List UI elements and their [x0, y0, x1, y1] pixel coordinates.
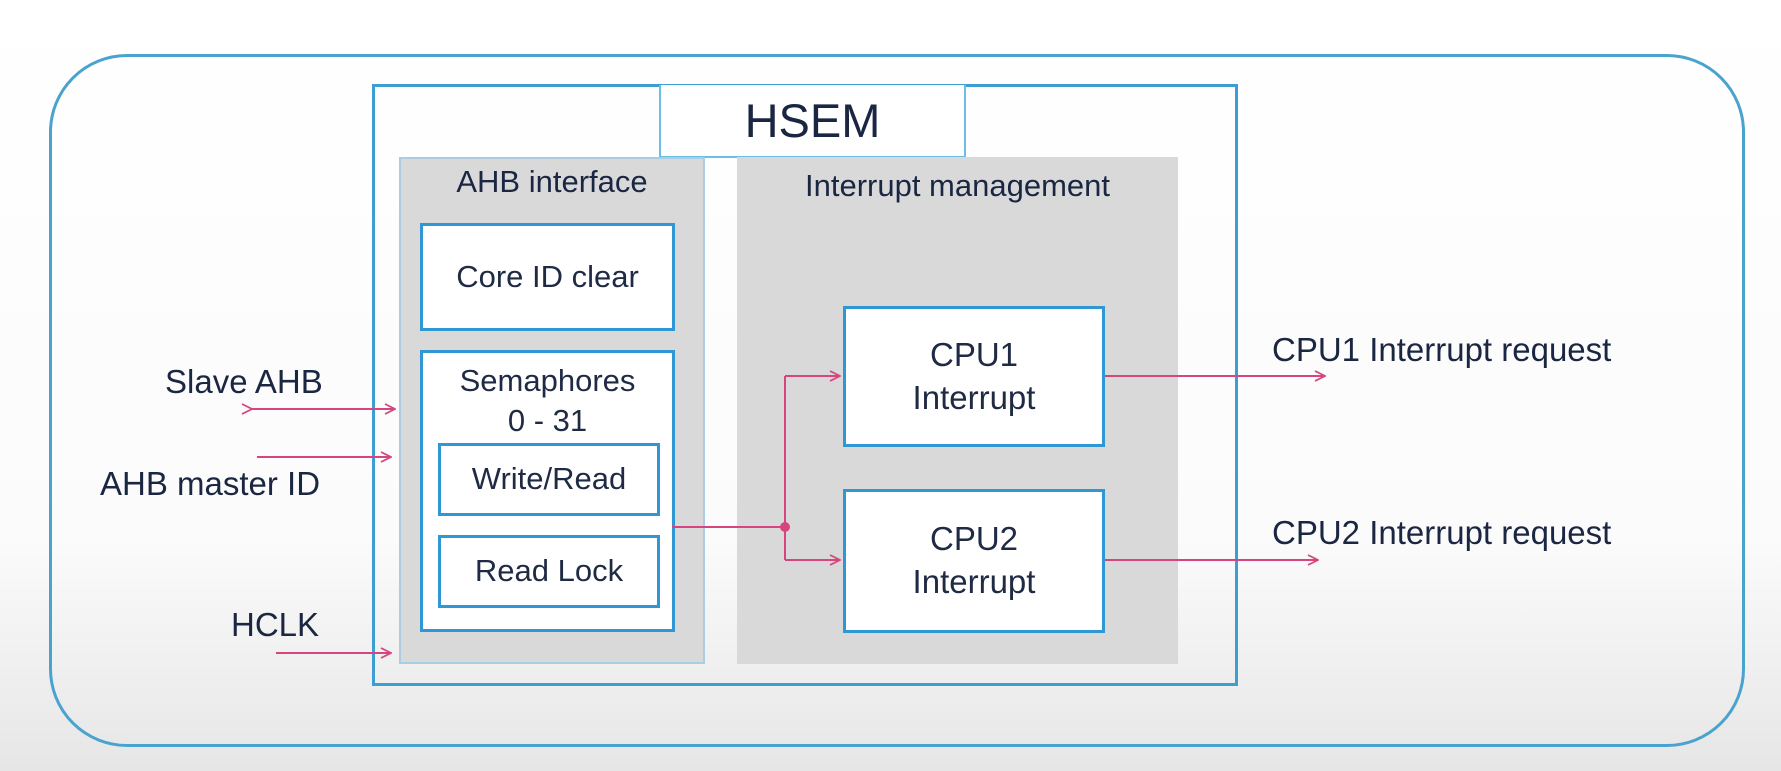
- semaphores-label: Semaphores 0 - 31: [423, 361, 672, 440]
- read-lock-label: Read Lock: [474, 553, 624, 589]
- write-read-box: Write/Read: [438, 443, 660, 516]
- ahb-master-id-label: AHB master ID: [100, 465, 321, 502]
- outer-frame: [49, 54, 1745, 747]
- cpu2-interrupt-request-label: CPU2 Interrupt request: [1272, 514, 1612, 551]
- semaphores-label-line2: 0 - 31: [507, 402, 588, 438]
- core-id-clear-label: Core ID clear: [456, 258, 639, 294]
- cpu1-interrupt-line2: Interrupt: [912, 378, 1036, 416]
- core-id-clear-box: Core ID clear: [420, 223, 675, 331]
- cpu1-interrupt-line1: CPU1: [929, 335, 1019, 373]
- interrupt-management-title: Interrupt management: [804, 168, 1110, 203]
- cpu2-interrupt-box: CPU2 Interrupt: [843, 489, 1105, 633]
- cpu2-interrupt-line2: Interrupt: [912, 563, 1036, 600]
- hsem-title: HSEM: [659, 85, 966, 158]
- junction-dot: [780, 522, 790, 532]
- cpu1-interrupt-request-label: CPU1 Interrupt request: [1272, 331, 1612, 368]
- slave-ahb-label: Slave AHB: [165, 363, 323, 400]
- hclk-label: HCLK: [231, 606, 320, 643]
- ahb-interface-title: AHB interface: [456, 164, 648, 199]
- semaphores-label-line1: Semaphores: [459, 363, 636, 398]
- write-read-label: Write/Read: [471, 461, 627, 497]
- cpu1-interrupt-box: CPU1 Interrupt: [843, 306, 1105, 447]
- cpu2-interrupt-line1: CPU2: [929, 520, 1019, 558]
- read-lock-box: Read Lock: [438, 535, 660, 608]
